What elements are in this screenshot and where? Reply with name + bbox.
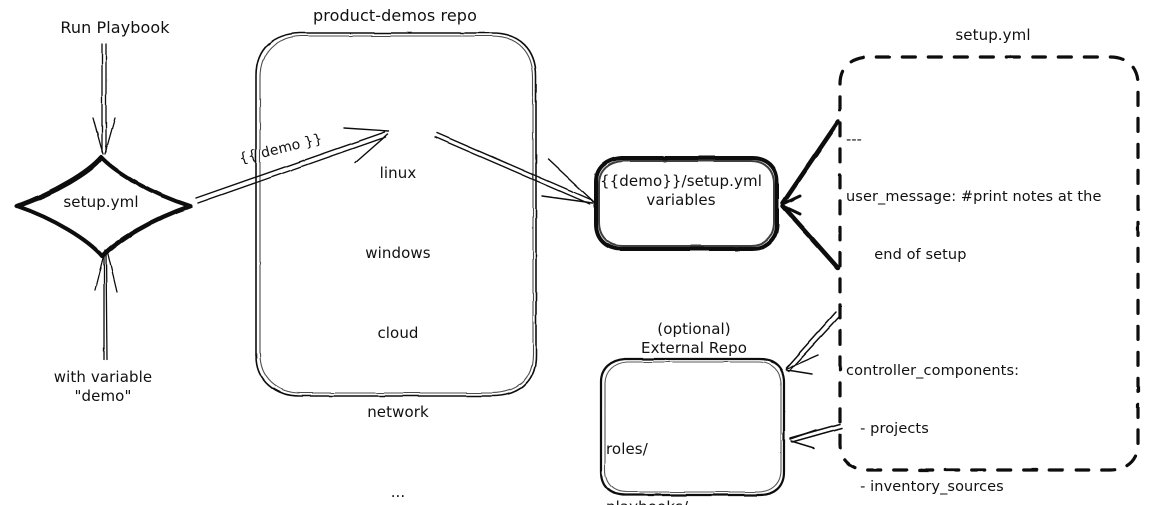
setup-yml-diamond-label: setup.yml xyxy=(63,193,139,211)
list-item: ... xyxy=(390,482,406,501)
yaml-line: - projects xyxy=(846,420,929,437)
variables-box-label: {{demo}}/setup.yml variables xyxy=(600,172,762,210)
arrow-setupyml-to-variables-head xyxy=(781,194,802,216)
setup-yml-dashed-box xyxy=(838,55,1140,472)
external-repo-title: (optional) External Repo xyxy=(641,320,747,358)
list-item: playbooks/ xyxy=(606,498,688,505)
list-item: network xyxy=(367,403,429,422)
product-demos-repo-list: linux windows cloud network ... xyxy=(365,126,430,505)
list-item: roles/ xyxy=(606,440,648,459)
setup-yml-diamond-shape xyxy=(15,155,193,259)
list-item: cloud xyxy=(377,323,419,342)
arrow-run-playbook xyxy=(92,43,116,155)
product-demos-repo-box xyxy=(255,32,537,397)
yaml-line: - inventory_sources xyxy=(846,478,1004,495)
yaml-line: user_message: #print notes at the xyxy=(846,189,1102,206)
arrow-demo-to-linux xyxy=(195,127,390,204)
arrow-setupyml-to-variables xyxy=(780,119,841,271)
external-repo-list: roles/ playbooks/ .... xyxy=(606,402,688,505)
yaml-line: --- xyxy=(846,131,862,148)
product-demos-repo-title: product-demos repo xyxy=(313,6,477,25)
yaml-line: end of setup xyxy=(846,247,967,264)
yaml-line: controller_components: xyxy=(846,362,1020,379)
yaml-line-blank xyxy=(846,304,1101,323)
list-item: windows xyxy=(365,243,431,262)
setup-yml-box-title: setup.yml xyxy=(955,26,1031,44)
with-variable-label: with variable "demo" xyxy=(53,368,153,406)
arrow-with-variable xyxy=(94,249,118,361)
setup-yml-content: --- user_message: #print notes at the en… xyxy=(846,92,1101,505)
arrow-job-templates-to-external-repo xyxy=(789,423,843,449)
run-playbook-label: Run Playbook xyxy=(60,18,170,37)
arrow-projects-to-external-repo xyxy=(785,311,841,375)
variables-box-shape xyxy=(594,156,779,251)
list-item: linux xyxy=(379,164,417,183)
external-repo-box xyxy=(599,357,786,497)
arrow-linux-to-variables xyxy=(434,132,595,205)
